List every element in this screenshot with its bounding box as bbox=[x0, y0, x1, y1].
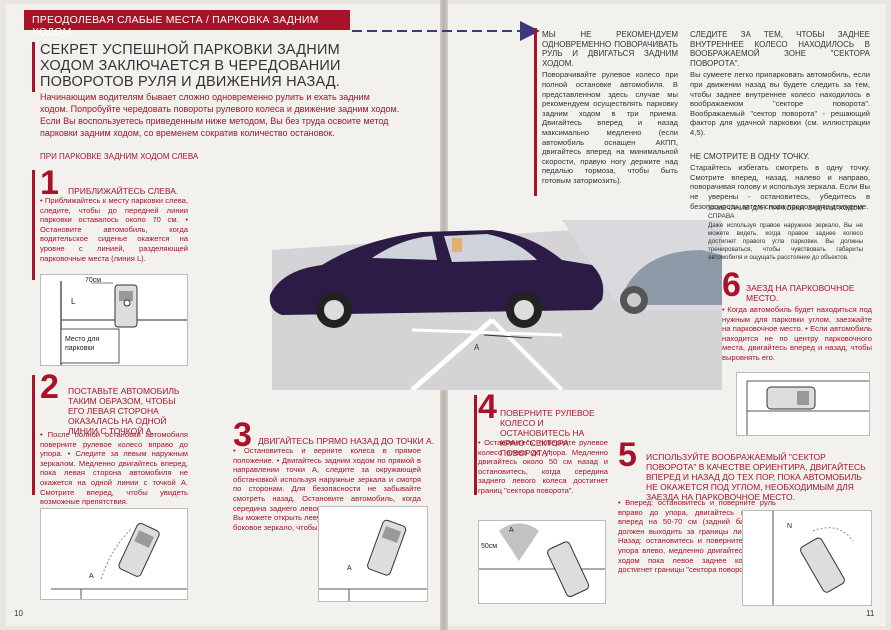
step2-number: 2 bbox=[40, 368, 59, 406]
dist-70-label: 70см bbox=[85, 277, 102, 284]
line-l-label: L bbox=[71, 297, 76, 306]
right-col-2: СЛЕДИТЕ ЗА ТЕМ, ЧТОБЫ ЗАДНЕЕ ВНУТРЕННЕЕ … bbox=[690, 30, 870, 211]
right-page-number: 11 bbox=[866, 609, 875, 618]
point-a-label-3: A bbox=[347, 565, 352, 572]
scene-point-a-label: A bbox=[474, 343, 480, 352]
section-header: ПРЕОДОЛЕВАЯ СЛАБЫЕ МЕСТА / ПАРКОВКА ЗАДН… bbox=[24, 10, 350, 38]
step5-text: • Вперед: остановитесь и поверните руль … bbox=[618, 498, 776, 575]
step3-title: ДВИГАЙТЕСЬ ПРЯМО НАЗАД ДО ТОЧКИ А. bbox=[258, 436, 435, 446]
parking-place-label: Место для парковки bbox=[65, 336, 100, 352]
step1-diagram: 70см L Место для парковки bbox=[40, 274, 188, 366]
left-parking-subhead: ПРИ ПАРКОВКЕ ЗАДНИМ ХОДОМ СЛЕВА bbox=[40, 152, 199, 161]
step1-number: 1 bbox=[40, 164, 59, 202]
no-simultaneous-title: МЫ НЕ РЕКОМЕНДУЕМ ОДНОВРЕМЕННО ПОВОРАЧИВ… bbox=[542, 30, 678, 68]
dashed-arrow-icon bbox=[352, 21, 540, 41]
right-side-note: ЗАМЕЧАНИЕ ДЛЯ ПАРКОВКИ ЗАДНИМ ХОДОМ СПРА… bbox=[708, 205, 863, 262]
step2-diagram: A bbox=[40, 508, 188, 600]
dist-50-label: 50см bbox=[481, 543, 498, 550]
step1-rule bbox=[32, 170, 35, 280]
note-title: ЗАМЕЧАНИЕ ДЛЯ ПАРКОВКИ ЗАДНИМ ХОДОМ СПРА… bbox=[708, 205, 863, 220]
step2-rule bbox=[32, 375, 35, 495]
sector-text: Вы сумеете легко припарковать автомобиль… bbox=[690, 70, 870, 137]
dont-stare-text: Старайтесь избегать смотреть в одну точк… bbox=[690, 163, 870, 211]
left-page-number: 10 bbox=[14, 609, 23, 618]
headline-rule bbox=[32, 42, 35, 92]
step6-text: • Когда автомобиль будет находиться под … bbox=[722, 305, 872, 362]
step6-number: 6 bbox=[722, 266, 741, 304]
no-simultaneous-text: Поворачивайте рулевое колесо при полной … bbox=[542, 70, 678, 185]
step3-diagram: A bbox=[318, 506, 428, 602]
page-headline: СЕКРЕТ УСПЕШНОЙ ПАРКОВКИ ЗАДНИМ ХОДОМ ЗА… bbox=[40, 42, 341, 90]
step5-number: 5 bbox=[618, 436, 637, 474]
step4-diagram: 50см A bbox=[478, 520, 606, 604]
point-a-label-4: A bbox=[509, 527, 514, 534]
step5-title: ИСПОЛЬЗУЙТЕ ВООБРАЖАЕМЫЙ "СЕКТОР ПОВОРОТ… bbox=[646, 452, 866, 502]
step3-number: 3 bbox=[233, 416, 252, 454]
step4-rule bbox=[474, 395, 477, 495]
note-text: Даже используя правое наружное зеркало, … bbox=[708, 222, 863, 261]
step1-text: • Приближайтесь к месту парковки слева, … bbox=[40, 196, 188, 263]
right-col-1: МЫ НЕ РЕКОМЕНДУЕМ ОДНОВРЕМЕННО ПОВОРАЧИВ… bbox=[542, 30, 678, 186]
step4-title: ПОВЕРНИТЕ РУЛЕВОЕ КОЛЕСО И ОСТАНОВИТЕСЬ … bbox=[500, 408, 595, 458]
step6-title: ЗАЕЗД НА ПАРКОВОЧНОЕ МЕСТО. bbox=[746, 283, 855, 303]
step4-text: • Остановитесь, поверните рулевое колесо… bbox=[478, 438, 608, 495]
step2-text: • После полной остановки автомобиля пове… bbox=[40, 430, 188, 507]
step6-diagram bbox=[736, 372, 870, 436]
sector-title: СЛЕДИТЕ ЗА ТЕМ, ЧТОБЫ ЗАДНЕЕ ВНУТРЕННЕЕ … bbox=[690, 30, 870, 68]
right-col1-rule bbox=[534, 28, 537, 196]
intro-text: Начинающим водителям бывает сложно однов… bbox=[40, 92, 400, 138]
dont-stare-title: НЕ СМОТРИТЕ В ОДНУ ТОЧКУ. bbox=[690, 151, 810, 161]
step1-title: ПРИБЛИЖАЙТЕСЬ СЛЕВА. bbox=[68, 186, 179, 196]
step4-number: 4 bbox=[478, 388, 497, 426]
car-illustration: A bbox=[269, 220, 722, 390]
step5-diagram: N bbox=[742, 510, 872, 606]
point-a-label: A bbox=[89, 573, 94, 580]
line-n-label: N bbox=[787, 523, 793, 530]
step2-title: ПОСТАВЬТЕ АВТОМОБИЛЬ ТАКИМ ОБРАЗОМ, ЧТОБ… bbox=[68, 386, 180, 436]
